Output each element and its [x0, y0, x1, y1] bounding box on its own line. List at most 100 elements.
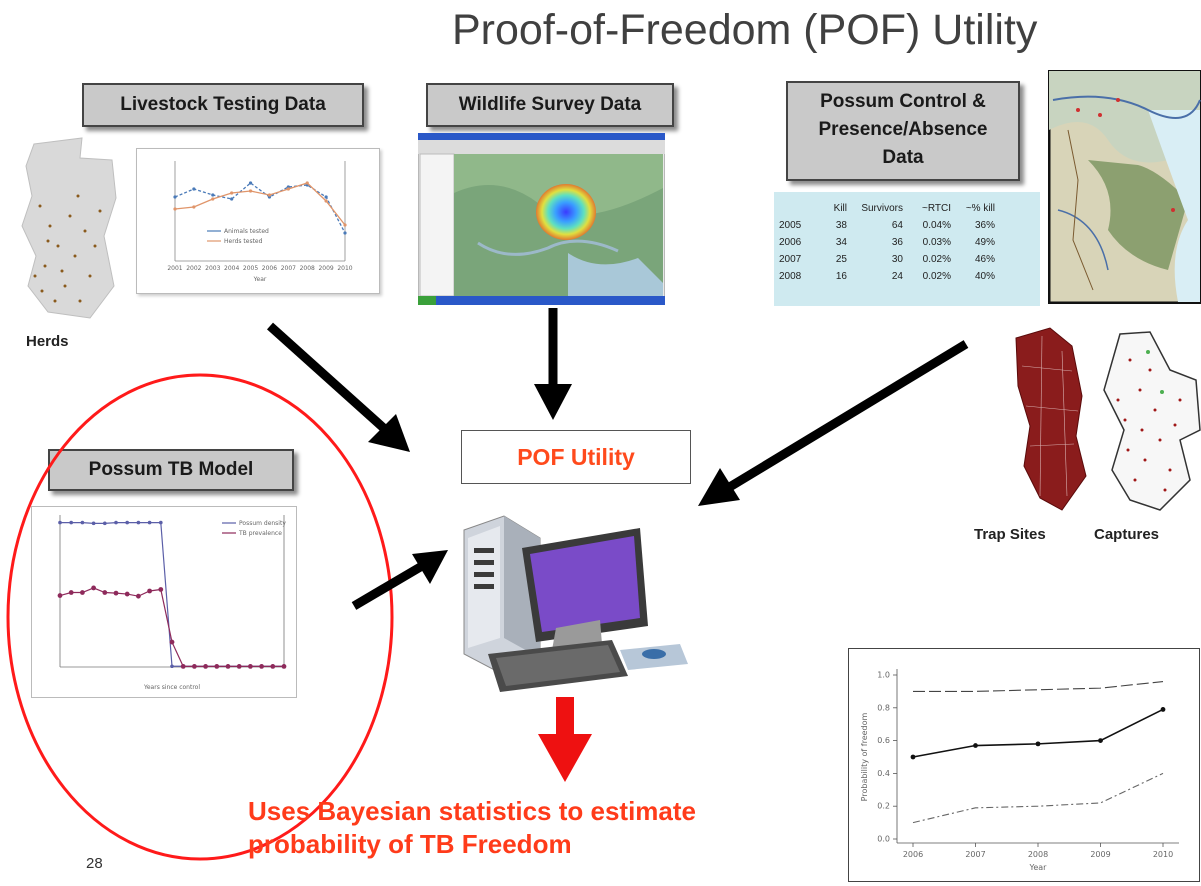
table-cell: 2005 [779, 220, 802, 231]
x-tick-label: 2010 [337, 265, 352, 272]
data-point [91, 521, 96, 526]
data-point [69, 520, 73, 525]
data-point [286, 187, 290, 191]
series-line [174, 182, 346, 226]
data-point [192, 663, 197, 669]
table-row: 2006 34 36 0.03% 49% [774, 234, 1000, 251]
y-tick-label: 0.0 [877, 835, 890, 844]
page-title: Proof-of-Freedom (POF) Utility [452, 6, 1038, 54]
legend-label: Possum density [239, 520, 286, 527]
data-point [125, 520, 129, 525]
arrow-output [538, 697, 592, 782]
y-tick-label: 0.8 [877, 703, 890, 712]
legend-label: Animals tested [224, 228, 269, 235]
table-cell: 46% [974, 254, 995, 265]
x-tick-label: 2008 [1028, 850, 1048, 859]
arrow-wildlife [534, 308, 572, 420]
data-point [211, 197, 215, 201]
herds-label: Herds [26, 333, 69, 350]
table-cell: 36 [891, 237, 903, 248]
table-cell: 30 [891, 254, 903, 265]
x-tick-label: 2003 [205, 265, 220, 272]
data-point [173, 195, 177, 199]
table-cell: 36% [974, 220, 995, 231]
data-point [214, 663, 220, 669]
data-point [158, 587, 164, 592]
table-cell: 2007 [779, 254, 802, 265]
wildlife-survey-box: Wildlife Survey Data [426, 83, 674, 127]
page-number: 28 [86, 855, 103, 872]
wildlife-survey-screenshot [418, 133, 665, 305]
topographic-map [1048, 70, 1201, 304]
data-point [1160, 707, 1166, 712]
data-point [173, 207, 177, 211]
table-header: Survivors [861, 203, 903, 214]
possum-control-line-3: Data [882, 147, 924, 168]
captures-label: Captures [1094, 526, 1160, 543]
table-cell: 34 [835, 237, 847, 248]
data-point [102, 590, 108, 595]
table-row: 2005 38 64 0.04% 36% [774, 217, 1000, 234]
x-tick-label: 2002 [186, 265, 201, 272]
x-tick-label: 2007 [281, 265, 296, 272]
x-tick-label: 2009 [318, 265, 333, 272]
data-point [973, 743, 978, 748]
table-cell: 16 [835, 271, 847, 282]
series-line [912, 708, 1164, 758]
possum-control-box: Possum Control & Presence/Absence Data [786, 81, 1020, 181]
data-point [170, 664, 174, 669]
trap-sites-map [1015, 327, 1087, 511]
data-point [230, 197, 234, 201]
x-tick-label: 2007 [965, 850, 985, 859]
x-tick-label: 2006 [262, 265, 277, 272]
data-point [1098, 738, 1103, 743]
legend-label: Herds tested [224, 238, 263, 245]
data-point [324, 195, 328, 199]
legend-label: TB prevalence [238, 530, 282, 537]
table-cell: 0.04% [922, 220, 951, 231]
x-tick-label: 2006 [903, 850, 923, 859]
table-row: 2008 16 24 0.02% 40% [774, 268, 1000, 285]
data-point [259, 663, 264, 669]
data-point [305, 181, 309, 185]
data-point [136, 593, 141, 599]
data-point [124, 591, 130, 597]
arrow-possum-control [698, 340, 969, 506]
possum-tb-model-box: Possum TB Model [48, 449, 294, 491]
data-point [192, 187, 196, 191]
x-tick-label: 2004 [224, 265, 239, 272]
conclusion-text: Uses Bayesian statistics to estimate pro… [248, 795, 696, 861]
possum-control-table: Kill Survivors ~RTCI ~% kill 2005 38 64 … [774, 192, 1040, 306]
x-tick-label: 2005 [243, 265, 258, 272]
data-point [180, 663, 186, 669]
trap-sites-label: Trap Sites [974, 526, 1046, 543]
data-point [80, 590, 85, 595]
data-point [147, 520, 152, 525]
table-cell: 0.02% [922, 271, 951, 282]
y-tick-label: 1.0 [877, 671, 890, 680]
possum-table: Kill Survivors ~RTCI ~% kill 2005 38 64 … [774, 200, 1000, 285]
data-point [203, 663, 209, 669]
data-point [103, 521, 107, 526]
data-point [270, 663, 276, 669]
highlight-circle [6, 373, 394, 861]
table-cell: 38 [835, 220, 847, 231]
data-point [58, 520, 62, 525]
data-point [343, 223, 347, 227]
x-tick-label: 2001 [167, 265, 182, 272]
data-point [248, 189, 253, 193]
data-point [248, 181, 253, 185]
data-point [159, 520, 163, 525]
data-point [910, 754, 916, 760]
table-cell: 40% [974, 271, 995, 282]
series-line [174, 182, 346, 234]
table-cell: 2006 [779, 237, 802, 248]
x-tick-label: 2008 [300, 265, 315, 272]
possum-control-line-2: Presence/Absence [818, 119, 988, 140]
